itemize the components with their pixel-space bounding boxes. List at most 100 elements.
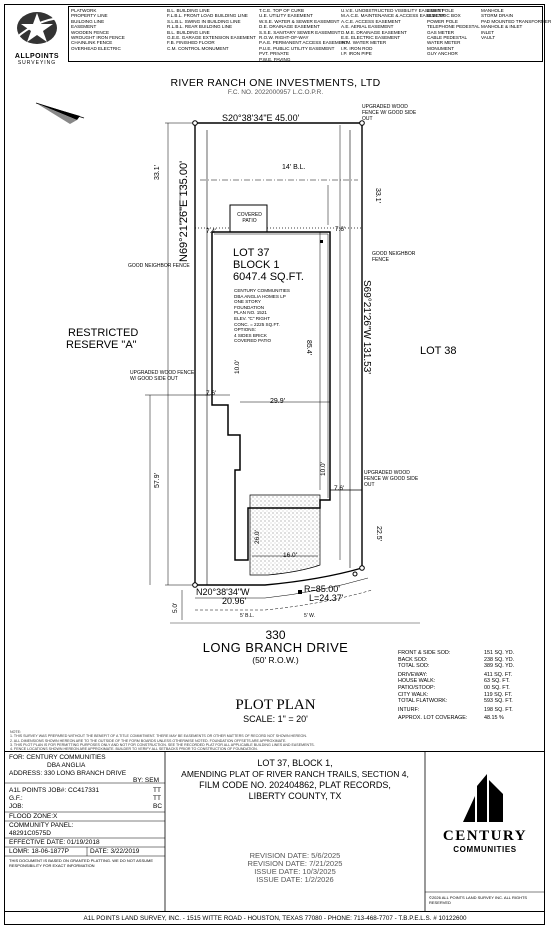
legend-utility-item: STORM DRAIN (481, 13, 514, 19)
gf-initials: TT (153, 795, 161, 802)
legend-line-item: OVERHEAD ELECTRIC (71, 45, 121, 51)
title-block: FOR: CENTURY COMMUNITIES DBA ANGLIA ADDR… (5, 751, 545, 912)
area-summary: FRONT & SIDE SOD:151 SQ. YD.BACK SOD:238… (398, 650, 540, 725)
drawing-frame (4, 4, 545, 925)
legend-abbrev-item: D.M.E. DRAINAGE EASEMENT (341, 29, 407, 35)
legend-symbol-item: LIGHT POLE (427, 8, 454, 13)
dim-33-right: 33.1' (374, 188, 381, 203)
left-bearing: N69°21'26"E 135.00' (178, 160, 190, 262)
area-value: 238 SQ. YD. (484, 656, 515, 663)
area-value: 00 SQ. FT. (484, 685, 510, 691)
legend-abbrev-item: C.M. CONTROL MONUMENT (167, 45, 229, 51)
house-note-line: OPTIONS: (234, 327, 256, 333)
driveway (249, 494, 321, 576)
legend-abbrev-item: S.L.B.L. SWING IN BUILDING LINE (167, 18, 241, 24)
bottom-bearing: N20°38'34"W (196, 587, 250, 597)
dim-26-0: 26.0' (254, 530, 261, 544)
legend-abbrev-item: PVT. PRIVATE (259, 51, 289, 57)
issue-date-1: ISSUE DATE: 10/3/2025 (254, 867, 336, 876)
century-logo-icon (463, 774, 503, 822)
area-key: CITY WALK: (398, 691, 429, 698)
legend-line-item: CHAINLINK FENCE (71, 40, 113, 46)
legend-utility-item: MANHOLE (481, 8, 504, 13)
client-dba: DBA ANGLIA (47, 762, 86, 769)
issue-date-2: ISSUE DATE: 1/2/2026 (256, 875, 334, 884)
lomr-date: DATE: 3/22/2019 (90, 848, 140, 855)
area-value: 63 SQ. FT. (484, 678, 510, 685)
legal-line-1: LOT 37, BLOCK 1, (257, 758, 333, 768)
legend-line-item: WROUGHT IRON FENCE (71, 35, 125, 41)
area-value: 593 SQ. FT. (484, 698, 513, 705)
street-number: 330 (265, 628, 286, 642)
legend-abbrev-item: A.C.E. ACCESS EASEMENT (341, 18, 401, 24)
legend-abbrev-item: I.R. IRON ROD (341, 45, 373, 51)
disclaimer: THIS DOCUMENT IS BASED ON GRANTED PLATTI… (9, 858, 154, 868)
north-arrow-icon (35, 102, 85, 124)
drawn-by: BY: SEM (133, 777, 160, 784)
job-number-initials: TT (153, 787, 161, 794)
legend-abbrev-item: P.A.E. PERMANENT ACCESS EASEMENT (259, 40, 348, 46)
job-initials: BC (153, 803, 163, 810)
legend-abbrev-item: F.L.B.L. FRONT LOAD BUILDING LINE (167, 13, 248, 19)
reserve-label: RESERVE "A" (66, 339, 137, 351)
legend-abbrev-item: E.E. ELECTRIC EASEMENT (341, 35, 401, 41)
note-line: 2. ALL DIMENSIONS SHOWN HEREON ARE TO TH… (10, 738, 287, 743)
dim-22-5: 22.5' (375, 526, 382, 541)
job-number: A1L POINTS JOB#: CC417331 (9, 787, 100, 794)
house-note-line: CONC. = 2225 SQ.FT. (234, 321, 280, 327)
legend-line-item: PROPERTY LINE (71, 13, 108, 19)
legend-line-item: EASEMENT (71, 24, 97, 30)
logo-name: ALLPOINTS (14, 53, 60, 60)
plot-plan-drawing (35, 102, 420, 624)
legend-line-item: PLATWORK (71, 8, 97, 13)
general-notes: NOTE:1. THIS SURVEY WAS PREPARED WITHOUT… (10, 730, 540, 750)
front-curve-line (195, 567, 363, 586)
dim-85-4: 85.4' (305, 340, 312, 355)
dim-16-0: 16.0' (283, 552, 297, 559)
legend-abbrev-item: U.E. UTILITY EASEMENT (259, 13, 313, 19)
power-pole-icon (352, 571, 358, 577)
block-label: BLOCK 1 (233, 259, 280, 271)
house-note-line: 4 SIDES BRICK (234, 332, 267, 338)
covered-patio-label: COVERED PATIO (237, 212, 262, 224)
area-value: 411 SQ. FT. (484, 671, 513, 678)
legend-abbrev-item: W.M. WATER METER (341, 40, 387, 46)
house-note-line: DBA ANGLIA HOMES LP (234, 293, 286, 299)
area-key: APPROX. LOT COVERAGE: (398, 715, 468, 722)
dim-7-4: 7.4' (206, 228, 217, 235)
legend-abbrev-item: G.E.E. GARAGE EXTENSION EASEMENT (167, 35, 256, 41)
water-meter-icon (298, 590, 302, 594)
legend-abbrev-item: F.B. FINISHED FLOOR (167, 40, 215, 46)
legend-abbrev-item: U.V.E. UNOBSTRUCTED VISIBILITY EASEMENT (341, 8, 444, 13)
legend-utility-item: MANHOLE & INLET (481, 24, 523, 30)
legend-utility-item: INLET (481, 29, 495, 35)
right-bearing: S69°21'26"W 131.53' (361, 280, 372, 375)
note-line: 3. THIS PLOT PLAN IS FOR PERMITTING PURP… (10, 742, 315, 747)
house-note-line: CENTURY COMMUNITIES (234, 288, 290, 293)
area-key: TOTAL SOD: (398, 663, 430, 670)
legend-abbrev-item: M.A.C.E. MAINTENANCE & ACCESS EASEMENT (341, 13, 445, 19)
dim-29-9: 29.9' (270, 398, 285, 405)
legend-symbol-item: POWER POLE (427, 18, 458, 24)
legend-abbrev-item: R.L.B.L. REAR BUILDING LINE (167, 24, 233, 30)
dim-7-6-mid: 7.6' (206, 390, 217, 397)
legend-abbrev-item: D.E. DRAINAGE EASEMENT (259, 24, 320, 30)
dim-5-bl-left: 5' B.L. (240, 613, 255, 619)
legend-symbol-item: ELECTRIC BOX (427, 13, 461, 19)
gf-number: G.F.: (9, 795, 23, 802)
legend-abbrev-item: T.C.E. TOP OF CURB (259, 8, 304, 13)
area-value: 151 SQ. YD. (484, 650, 515, 656)
street-row: (50' R.O.W.) (252, 655, 299, 665)
building-line-label: 14' B.L. (282, 164, 306, 171)
adjacent-owner: RIVER RANCH ONE INVESTMENTS, LTD (170, 77, 381, 89)
adjacent-owner-file: F.C. NO. 2022000957 L.C.O.P.R. (227, 89, 324, 96)
legend-symbol-item: GAS METER (427, 29, 455, 35)
note-line: 4. FENCE LOCATIONS SHOWN HEREON ARE APPR… (10, 747, 258, 750)
fence-left-neighbor: GOOD NEIGHBOR FENCE (128, 263, 190, 269)
client-for: FOR: CENTURY COMMUNITIES (9, 754, 106, 761)
logo-subname: SURVEYING (17, 60, 57, 66)
